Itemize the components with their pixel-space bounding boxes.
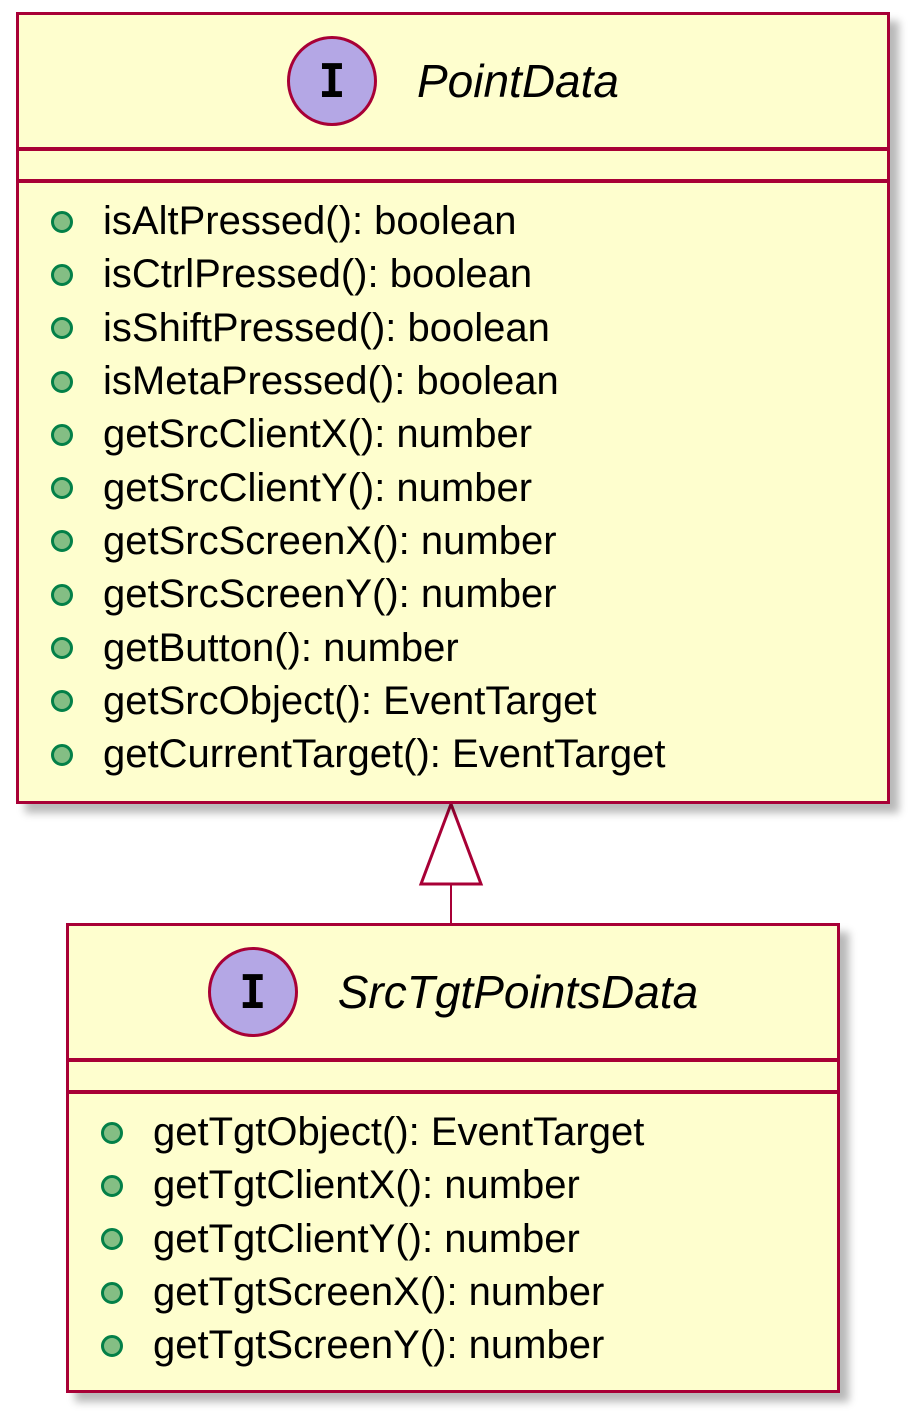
public-visibility-icon bbox=[51, 370, 73, 393]
divider bbox=[69, 1058, 837, 1062]
method-signature: getButton(): number bbox=[103, 625, 459, 670]
divider bbox=[19, 179, 887, 183]
method-signature: getCurrentTarget(): EventTarget bbox=[103, 732, 666, 777]
divider bbox=[19, 147, 887, 151]
method-signature: isAltPressed(): boolean bbox=[103, 199, 517, 244]
method: getSrcClientX(): number bbox=[19, 408, 887, 461]
inheritance-arrowhead bbox=[418, 799, 484, 886]
method-signature: getTgtScreenX(): number bbox=[153, 1270, 605, 1315]
method: isMetaPressed(): boolean bbox=[19, 355, 887, 408]
method-signature: getSrcScreenX(): number bbox=[103, 518, 557, 563]
method: getSrcScreenY(): number bbox=[19, 568, 887, 621]
interface-icon: I bbox=[207, 947, 298, 1037]
public-visibility-icon bbox=[51, 743, 73, 766]
public-visibility-icon bbox=[51, 637, 73, 660]
method: getButton(): number bbox=[19, 621, 887, 674]
public-visibility-icon bbox=[51, 210, 73, 233]
method-signature: getSrcObject(): EventTarget bbox=[103, 678, 597, 723]
method: getSrcClientY(): number bbox=[19, 461, 887, 514]
public-visibility-icon bbox=[51, 530, 73, 553]
public-visibility-icon bbox=[51, 690, 73, 713]
class-name: SrcTgtPointsData bbox=[337, 966, 699, 1018]
method-signature: isMetaPressed(): boolean bbox=[103, 359, 559, 404]
class-header: I PointData bbox=[19, 15, 887, 147]
method: isShiftPressed(): boolean bbox=[19, 302, 887, 355]
public-visibility-icon bbox=[51, 423, 73, 446]
divider bbox=[69, 1090, 837, 1094]
method-signature: isShiftPressed(): boolean bbox=[103, 305, 550, 350]
method-list: isAltPressed(): boolean isCtrlPressed():… bbox=[19, 183, 887, 781]
method-signature: getTgtClientX(): number bbox=[153, 1163, 580, 1208]
class-header: I SrcTgtPointsData bbox=[69, 926, 837, 1058]
class-box-pointdata[interactable]: I PointData isAltPressed(): boolean isCt… bbox=[16, 12, 890, 804]
class-box-srctgtpointsdata[interactable]: I SrcTgtPointsData getTgtObject(): Event… bbox=[66, 923, 840, 1393]
public-visibility-icon bbox=[51, 477, 73, 500]
method: getTgtScreenX(): number bbox=[69, 1266, 837, 1319]
method-signature: getSrcClientY(): number bbox=[103, 465, 533, 510]
method: getSrcScreenX(): number bbox=[19, 515, 887, 568]
attribute-section bbox=[69, 1062, 837, 1090]
method: getTgtScreenY(): number bbox=[69, 1319, 837, 1372]
method: isAltPressed(): boolean bbox=[19, 195, 887, 248]
public-visibility-icon bbox=[101, 1121, 123, 1144]
attribute-section bbox=[19, 151, 887, 179]
method-signature: getSrcClientX(): number bbox=[103, 412, 533, 457]
class-name: PointData bbox=[416, 55, 619, 107]
method: getTgtClientY(): number bbox=[69, 1213, 837, 1266]
method-signature: getTgtObject(): EventTarget bbox=[153, 1110, 645, 1155]
method-signature: getSrcScreenY(): number bbox=[103, 572, 557, 617]
method: getCurrentTarget(): EventTarget bbox=[19, 728, 887, 781]
method-signature: isCtrlPressed(): boolean bbox=[103, 252, 533, 297]
method: getTgtClientX(): number bbox=[69, 1159, 837, 1212]
public-visibility-icon bbox=[101, 1334, 123, 1357]
public-visibility-icon bbox=[51, 317, 73, 340]
public-visibility-icon bbox=[101, 1281, 123, 1304]
public-visibility-icon bbox=[51, 583, 73, 606]
method-signature: getTgtClientY(): number bbox=[153, 1216, 580, 1261]
method-list: getTgtObject(): EventTarget getTgtClient… bbox=[69, 1094, 837, 1372]
method-signature: getTgtScreenY(): number bbox=[153, 1323, 605, 1368]
method: getSrcObject(): EventTarget bbox=[19, 675, 887, 728]
interface-icon: I bbox=[286, 36, 377, 126]
method: isCtrlPressed(): boolean bbox=[19, 248, 887, 301]
public-visibility-icon bbox=[101, 1174, 123, 1197]
public-visibility-icon bbox=[101, 1228, 123, 1251]
method: getTgtObject(): EventTarget bbox=[69, 1106, 837, 1159]
public-visibility-icon bbox=[51, 263, 73, 286]
